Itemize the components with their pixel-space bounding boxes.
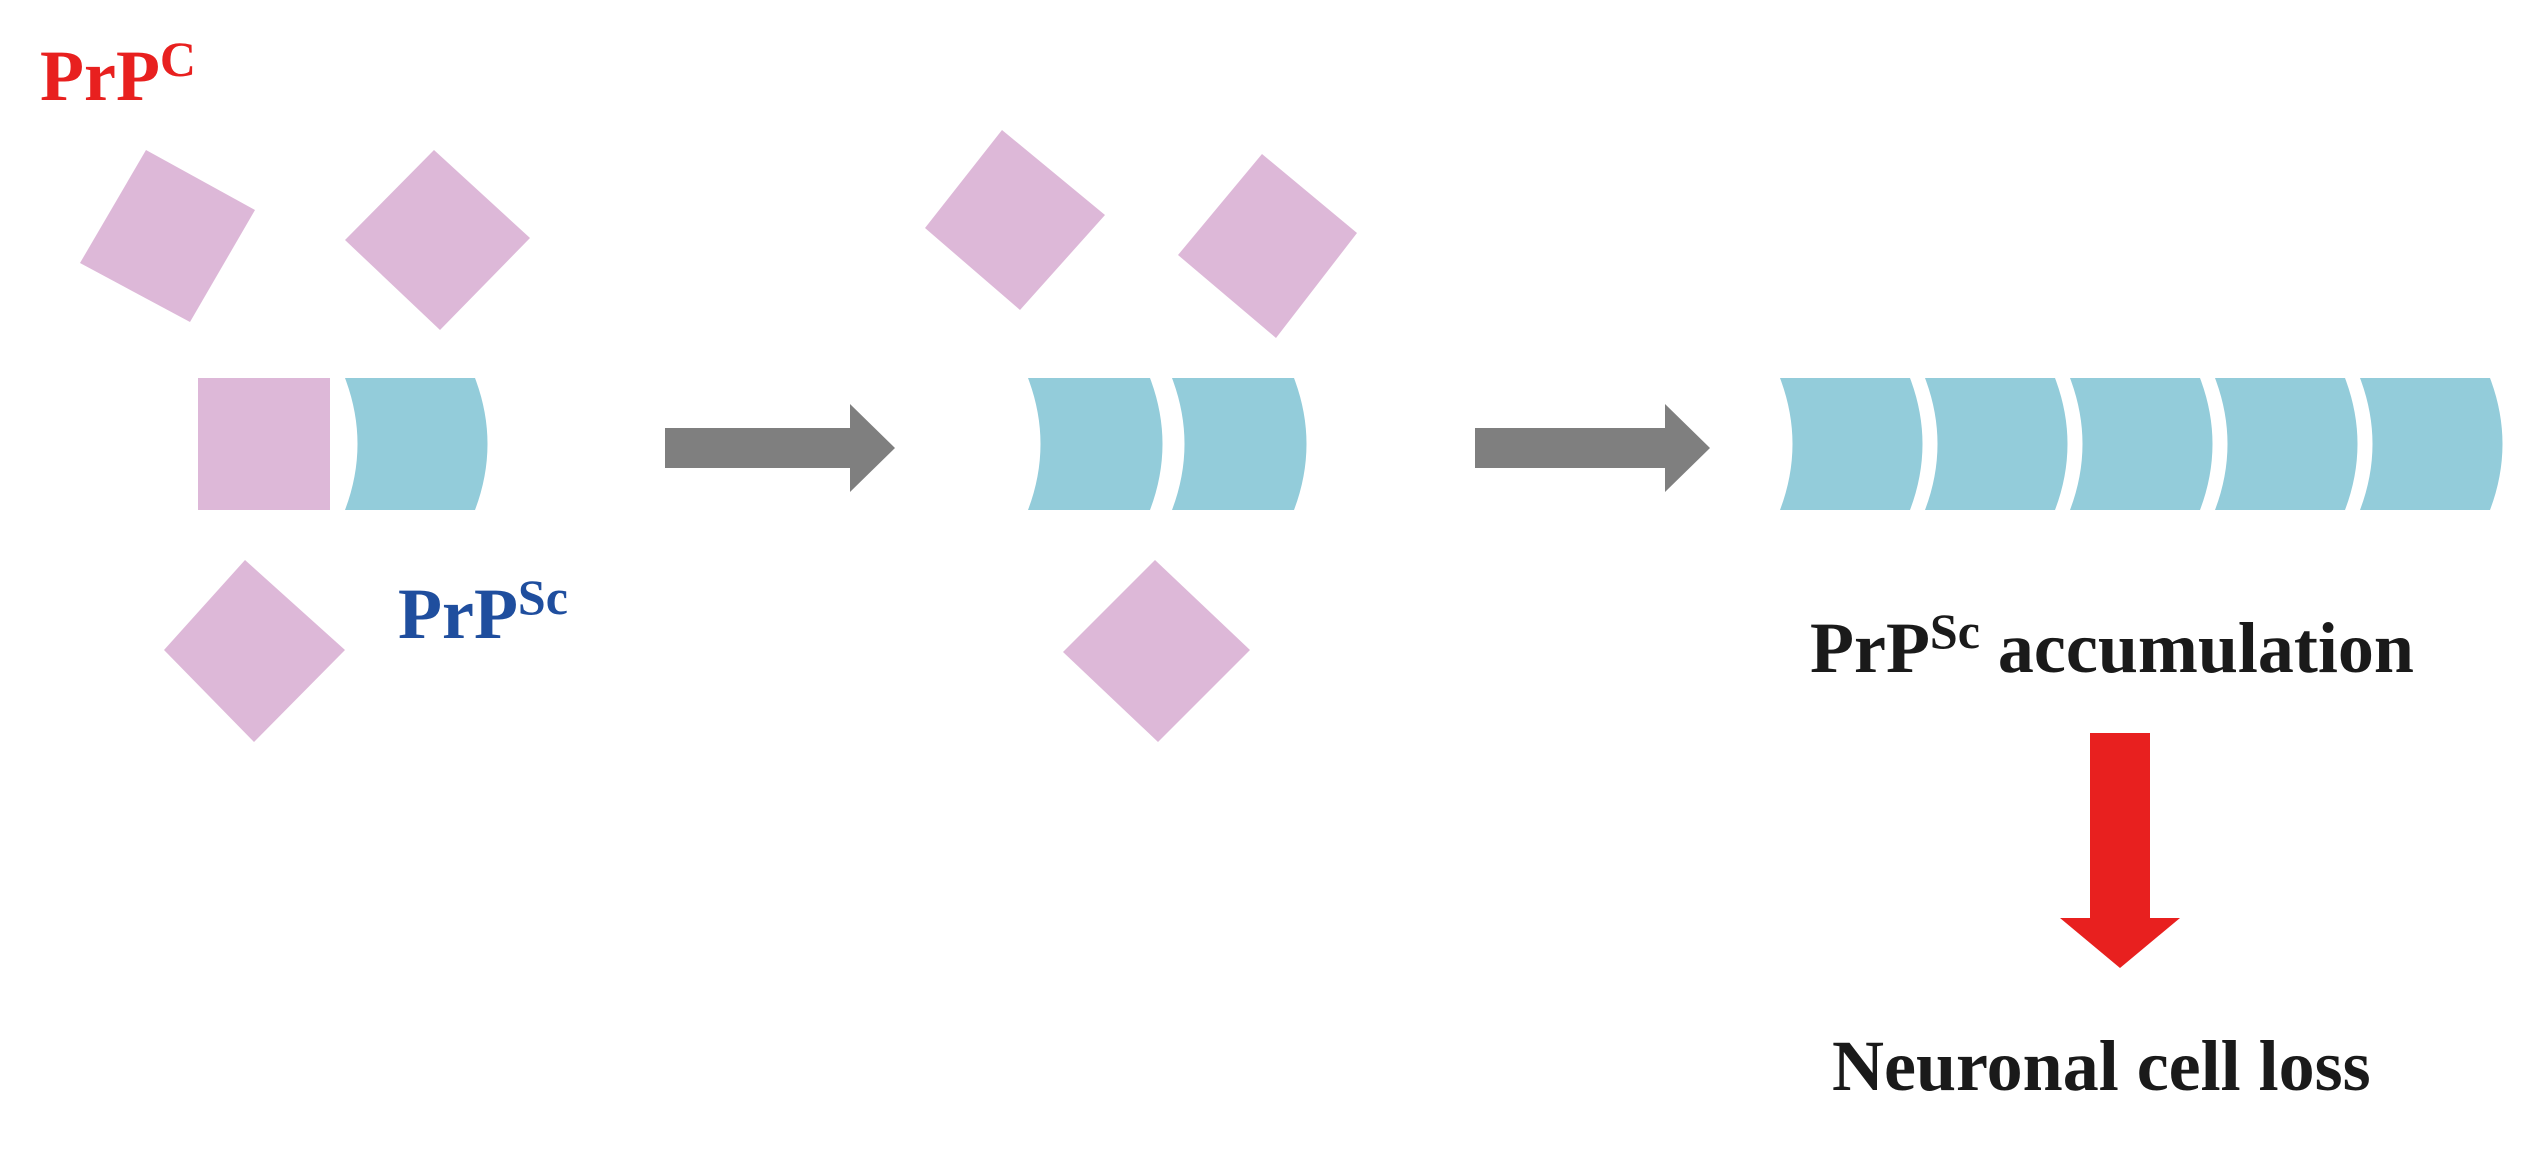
outcome-label: Neuronal cell loss — [1832, 1026, 2371, 1106]
prpsc-unit — [1028, 378, 1163, 510]
prpsc-unit — [345, 378, 488, 510]
process-arrow-2 — [1475, 404, 1710, 492]
prpc-monomer — [1063, 560, 1250, 742]
prpc-monomer — [925, 130, 1105, 310]
prpsc-label-sup: Sc — [518, 569, 568, 625]
prpsc-unit — [1780, 378, 1923, 510]
prpc-label-sup: C — [160, 31, 196, 87]
prpsc-label-base: PrP — [398, 574, 518, 654]
stage-3-group: PrPSc accumulation Neuronal cell loss — [1780, 378, 2503, 1106]
prpc-monomer — [1178, 154, 1357, 338]
accumulation-label: PrPSc accumulation — [1810, 603, 2414, 688]
accumulation-label-rest: accumulation — [1980, 608, 2414, 688]
stage-2-group — [925, 130, 1357, 742]
prpc-monomer — [345, 150, 530, 330]
prpsc-unit — [1925, 378, 2068, 510]
prpc-label: PrPC — [40, 31, 196, 116]
stage-1-group: PrPC PrPSc — [40, 31, 568, 742]
accumulation-label-sup: Sc — [1930, 603, 1980, 659]
prpsc-unit — [2215, 378, 2358, 510]
prpc-monomer — [80, 150, 255, 322]
process-arrow-1 — [665, 404, 895, 492]
accumulation-label-base: PrP — [1810, 608, 1930, 688]
outcome-arrow — [2060, 733, 2180, 968]
prpsc-unit — [1172, 378, 1307, 510]
prpsc-unit — [2070, 378, 2213, 510]
prpsc-unit — [2360, 378, 2503, 510]
prpc-monomer — [198, 378, 330, 510]
prpc-label-base: PrP — [40, 36, 160, 116]
prpc-monomer — [164, 560, 345, 742]
prpsc-label: PrPSc — [398, 569, 568, 654]
